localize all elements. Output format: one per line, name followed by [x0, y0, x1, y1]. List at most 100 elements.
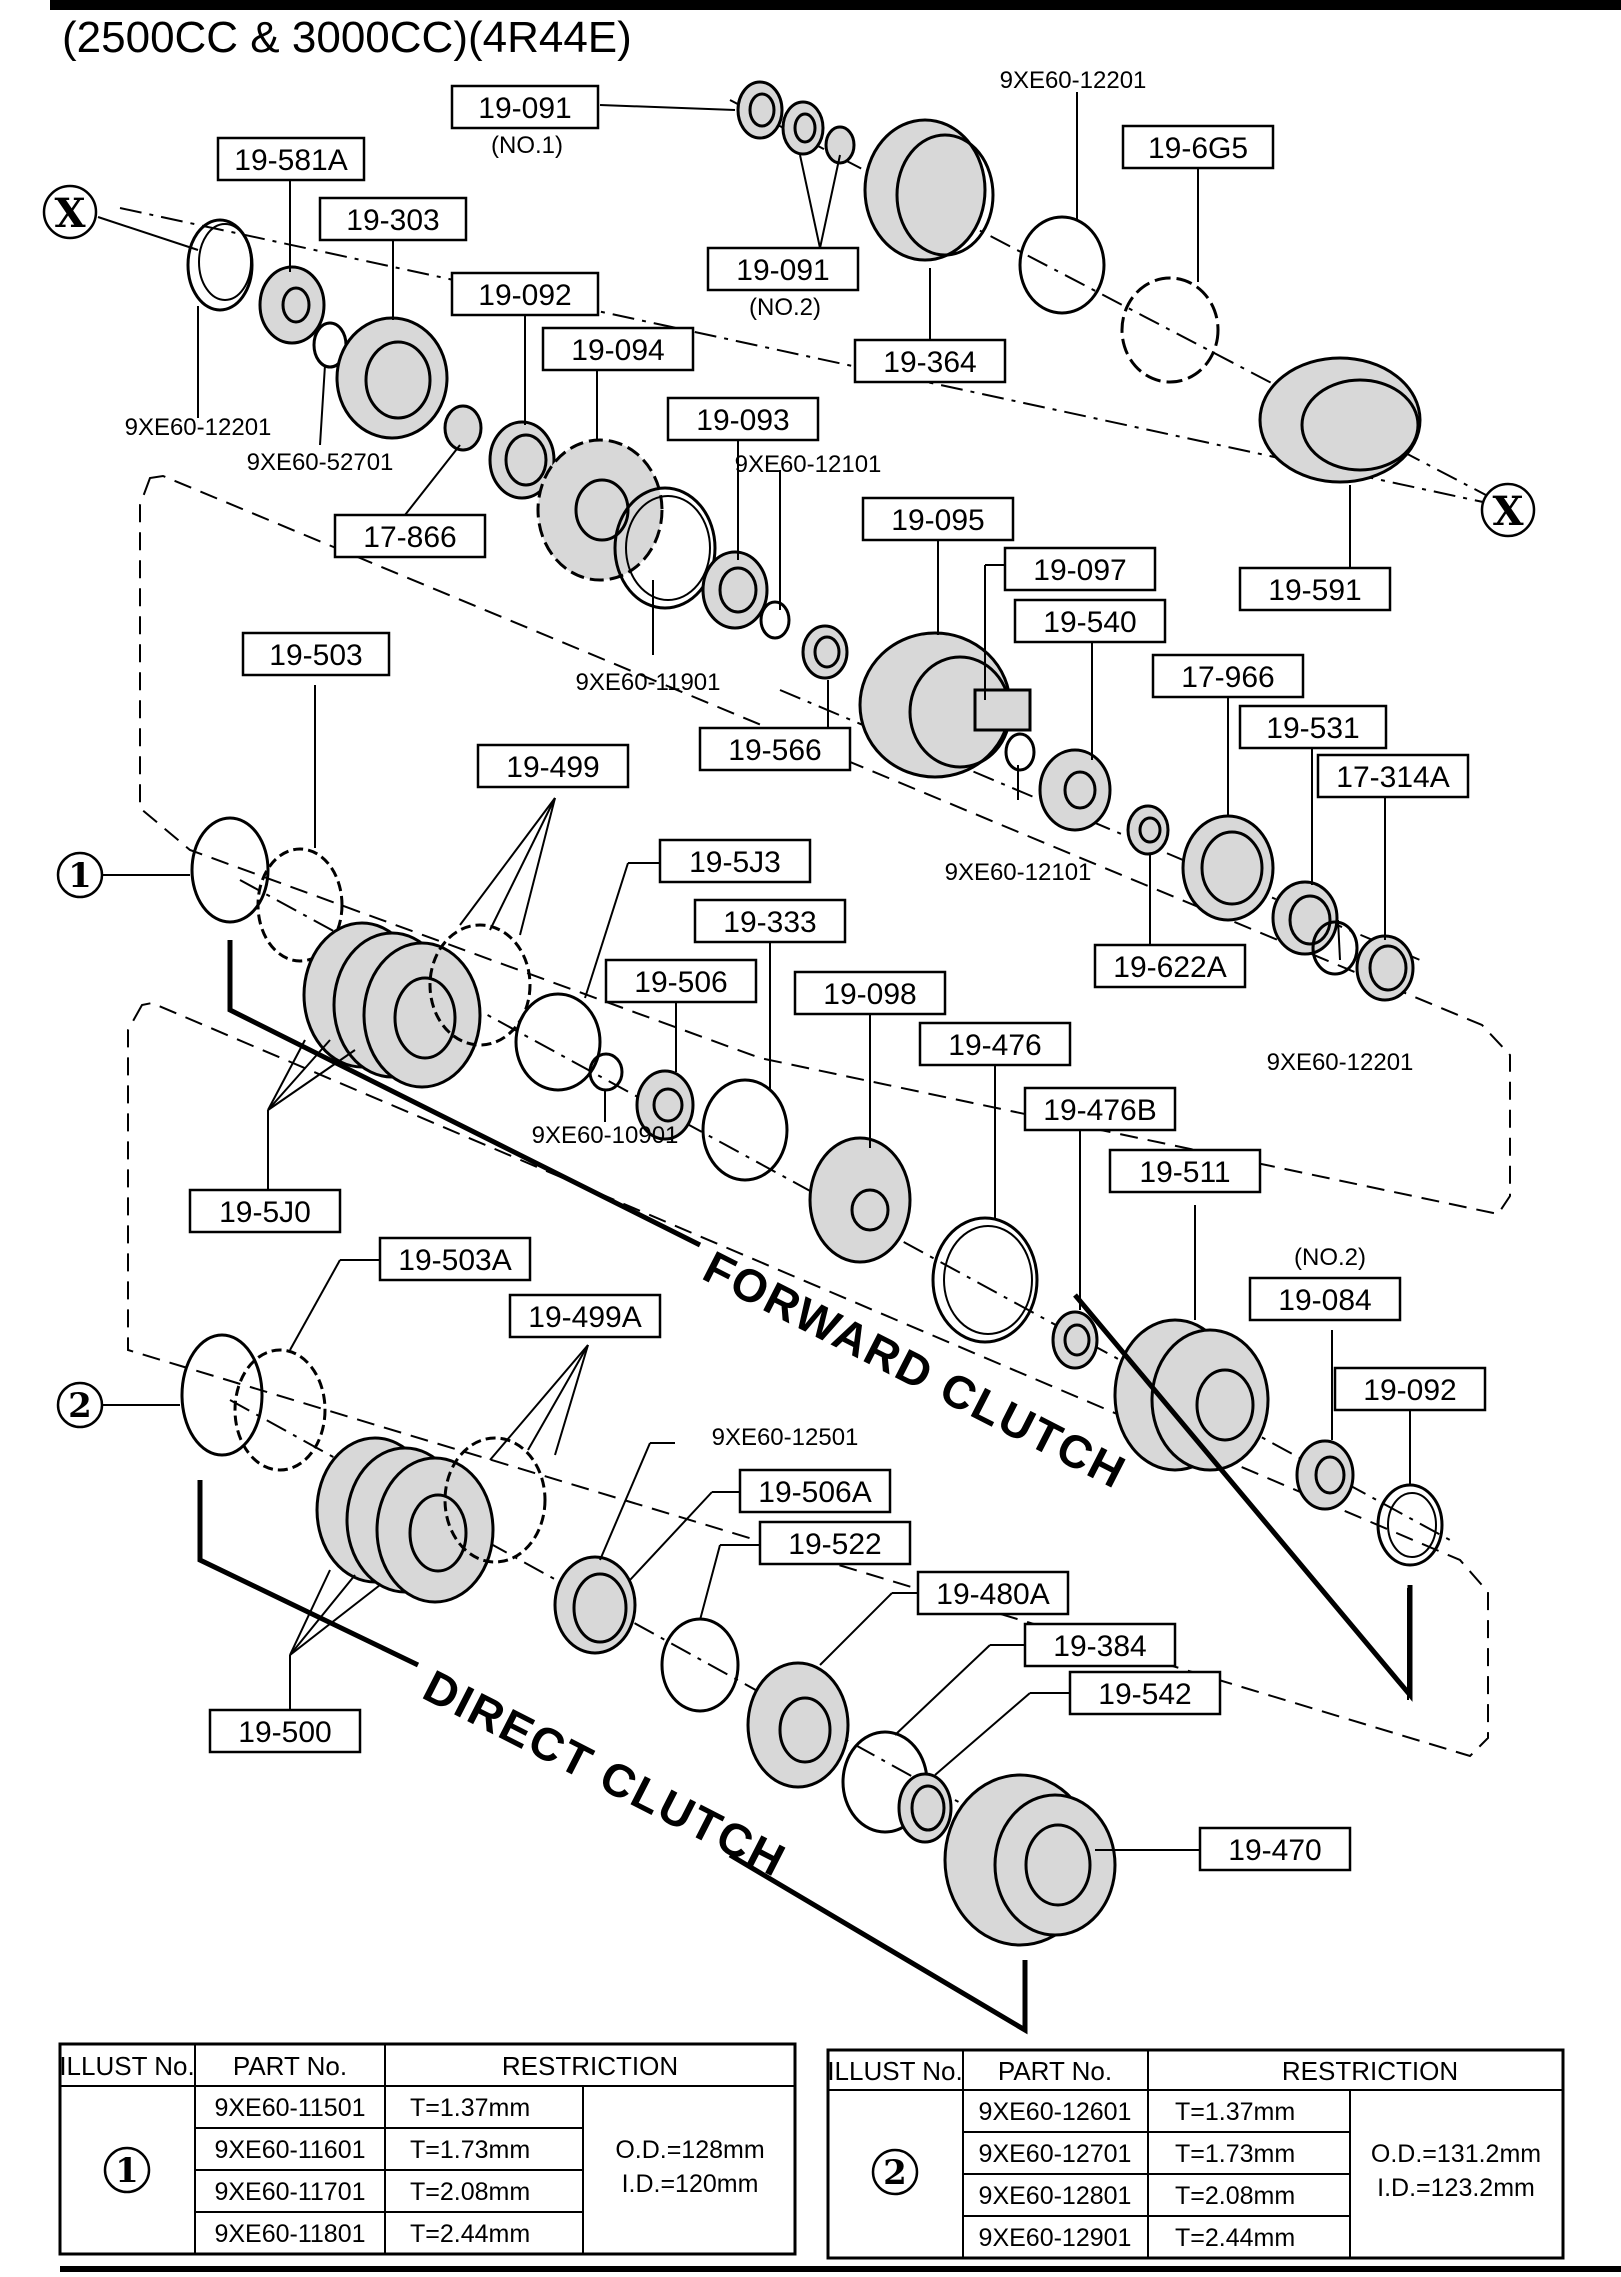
svg-text:19-503A: 19-503A: [398, 1244, 511, 1277]
table2-row2-t: T=1.73mm: [1175, 2140, 1295, 2168]
svg-text:X: X: [1492, 488, 1523, 535]
direct-pressure-plate-part: [233, 1348, 327, 1472]
callout-19-6g5: 19-6G5: [1121, 124, 1275, 170]
svg-text:19-511: 19-511: [1139, 1156, 1230, 1189]
seal-ring-part: [488, 420, 556, 500]
svg-text:19-522: 19-522: [788, 1528, 881, 1561]
table2-header-restriction: RESTRICTION: [1282, 2056, 1458, 2086]
svg-text:9XE60-12201: 9XE60-12201: [1267, 1049, 1414, 1076]
return-spring-part: [701, 1078, 789, 1182]
svg-text:19-384: 19-384: [1053, 1630, 1146, 1663]
callout-9xe60-12101-mid: 9XE60-12101: [945, 859, 1092, 886]
svg-text:19-470: 19-470: [1228, 1834, 1321, 1867]
thrust-ring-part: [801, 624, 849, 680]
svg-text:19-098: 19-098: [823, 978, 916, 1011]
coupling-part: [1295, 1439, 1355, 1511]
callout-19-506: 19-506: [604, 958, 758, 1004]
outer-seal-part: [931, 1216, 1039, 1344]
callout-19-476b: 19-476B: [1023, 1086, 1177, 1132]
table2-row1-part: 9XE60-12601: [979, 2098, 1132, 2126]
callout-19-622a: 19-622A: [1093, 943, 1247, 989]
svg-text:19-499A: 19-499A: [528, 1301, 641, 1334]
svg-text:19-091: 19-091: [736, 254, 829, 287]
table1-row2-part: 9XE60-11601: [214, 2136, 365, 2164]
carrier-shaft-part: [858, 631, 1032, 779]
svg-text:19-084: 19-084: [1278, 1284, 1371, 1317]
svg-text:19-499: 19-499: [506, 751, 599, 784]
thrust-washer-part: [701, 550, 769, 630]
table2-id: I.D.=123.2mm: [1377, 2174, 1535, 2202]
table1-id: I.D.=120mm: [622, 2170, 759, 2198]
direct-snap-part: [553, 1555, 637, 1655]
table2-illust-marker: 2: [883, 2153, 907, 2193]
svg-text:17-866: 17-866: [363, 521, 456, 554]
callout-19-542: 19-542: [1068, 1670, 1222, 1716]
callout-19-499: 19-499: [476, 743, 630, 789]
callout-19-500: 19-500: [208, 1708, 362, 1754]
callout-19-098: 19-098: [793, 970, 947, 1016]
svg-text:19-333: 19-333: [723, 906, 816, 939]
svg-text:9XE60-12201: 9XE60-12201: [1000, 67, 1147, 94]
svg-text:19-5J3: 19-5J3: [689, 846, 781, 879]
callout-9xe60-10901: 9XE60-10901: [532, 1122, 679, 1149]
svg-text:19-6G5: 19-6G5: [1148, 132, 1248, 165]
retainer-ring-part: [759, 600, 791, 640]
table1-header-illust: ILLUST No.: [59, 2051, 194, 2081]
ring-b-part: [781, 100, 825, 156]
callout-19-5j3: 19-5J3: [658, 838, 812, 884]
svg-text:19-500: 19-500: [238, 1716, 331, 1749]
direct-inner-seal-part: [897, 1772, 953, 1844]
table2-header-illust: ILLUST No.: [827, 2056, 962, 2086]
table1-illust-marker: 1: [115, 2151, 139, 2191]
large-seal-part: [613, 486, 717, 610]
callout-19-511: 19-511: [1108, 1148, 1262, 1194]
callout-9xe60-11901: 9XE60-11901: [575, 669, 720, 696]
table1-row3-part: 9XE60-11701: [214, 2178, 365, 2206]
sprocket-part: [536, 438, 664, 582]
callout-19-093: 19-093: [666, 396, 820, 442]
callout-19-499a: 19-499A: [508, 1293, 662, 1339]
svg-text:19-476: 19-476: [948, 1029, 1041, 1062]
svg-text:19-506: 19-506: [634, 966, 727, 999]
svg-text:1: 1: [68, 856, 92, 896]
svg-text:19-092: 19-092: [1363, 1374, 1456, 1407]
direct-snap-ring-part: [180, 1333, 264, 1457]
callout-17-314a: 17-314A: [1316, 753, 1470, 799]
svg-text:19-364: 19-364: [883, 346, 976, 379]
pressure-plate-part: [256, 847, 344, 963]
spring-retainer-part: [635, 1069, 695, 1141]
split-ring-part: [1018, 215, 1106, 315]
flat-washer-part: [1126, 804, 1170, 856]
table1-header-part: PART No.: [233, 2051, 347, 2081]
svg-text:19-5J0: 19-5J0: [219, 1196, 311, 1229]
table2-row3-part: 9XE60-12801: [979, 2182, 1132, 2210]
callout-9xe60-12501: 9XE60-12501: [712, 1424, 859, 1451]
svg-text:19-091: 19-091: [478, 92, 571, 125]
svg-text:9XE60-10901: 9XE60-10901: [532, 1122, 679, 1149]
callout-9xe60-12201-top: 9XE60-12201: [1000, 67, 1147, 94]
callout-9xe60-12201-mid: 9XE60-12201: [1267, 1049, 1414, 1076]
table2-row4-part: 9XE60-12901: [979, 2224, 1132, 2252]
svg-text:17-966: 17-966: [1181, 661, 1274, 694]
table2-row3-t: T=2.08mm: [1175, 2182, 1295, 2210]
illust-marker-1: 1: [56, 851, 104, 899]
direct-clutch-pack-part: [315, 1436, 547, 1604]
callout-19-531: 19-531: [1238, 704, 1388, 750]
band-part: [863, 118, 995, 262]
direct-axis-line: [229, 1399, 1101, 1881]
small-bushing-part: [443, 404, 483, 452]
callout-19-091-no2: 19-091(NO.2): [706, 246, 860, 321]
svg-text:19-542: 19-542: [1098, 1678, 1191, 1711]
piston-part: [808, 1136, 912, 1264]
svg-text:19-531: 19-531: [1266, 712, 1359, 745]
direct-clutch-group-outline: [127, 1001, 1489, 1758]
table1-row4-part: 9XE60-11801: [214, 2220, 365, 2248]
snap-ring-part: [186, 218, 254, 312]
bottom-border: [60, 2266, 1621, 2272]
forward-clutch-label: FORWARD CLUTCH: [695, 1241, 1134, 1499]
svg-text:19-506A: 19-506A: [758, 1476, 871, 1509]
callout-17-866: 17-866: [333, 513, 487, 559]
callout-19-480a: 19-480A: [916, 1570, 1070, 1616]
table1-row1-t: T=1.37mm: [410, 2094, 530, 2122]
